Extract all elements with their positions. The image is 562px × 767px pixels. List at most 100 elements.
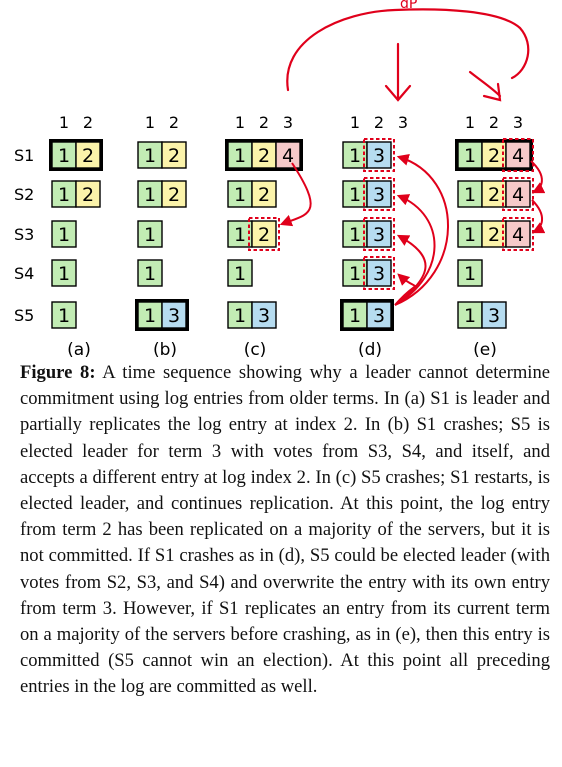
highlight-box — [363, 177, 395, 211]
log-entry-cell — [161, 141, 187, 169]
panel-label-b: (b) — [153, 340, 177, 360]
log-entry-term: 1 — [234, 184, 246, 206]
log-entry-cell — [457, 180, 483, 208]
log-entry-cell — [161, 180, 187, 208]
index-label: 3 — [398, 113, 408, 132]
log-entry-term: 1 — [464, 224, 476, 246]
log-entry-cell — [366, 259, 392, 287]
server-label-s1: S1 — [14, 146, 34, 165]
log-entry-cell — [51, 301, 77, 329]
server-label-s3: S3 — [14, 225, 34, 244]
replication-arrow — [531, 199, 546, 234]
overwrite-arrow — [394, 194, 436, 306]
log-entry-term: 1 — [58, 224, 70, 246]
log-entry-cell — [251, 180, 277, 208]
log-entry-term: 3 — [373, 145, 385, 167]
log-entry-term: 4 — [512, 145, 524, 167]
overwrite-arrow — [394, 154, 449, 306]
handwritten-annotation: dP — [286, 0, 530, 102]
log-entry-term: 1 — [234, 305, 246, 327]
caption-label: Figure 8: — [20, 362, 96, 383]
panel-label-d: (d) — [358, 340, 382, 360]
log-entry-cell — [51, 220, 77, 248]
leader-outline — [455, 139, 533, 171]
log-entry-term: 1 — [349, 263, 361, 285]
log-entry-term: 1 — [144, 224, 156, 246]
highlight-box — [502, 177, 534, 211]
log-entry-term: 1 — [144, 184, 156, 206]
server-label-s4: S4 — [14, 264, 34, 283]
server-label-s2: S2 — [14, 185, 34, 204]
log-entry-term: 2 — [258, 145, 270, 167]
log-entry-cell — [366, 180, 392, 208]
highlight-box — [502, 217, 534, 251]
log-entry-term: 4 — [512, 184, 524, 206]
highlight-box — [363, 256, 395, 290]
replication-arrow — [530, 160, 546, 194]
log-entry-cell — [505, 180, 531, 208]
log-entry-term: 2 — [168, 184, 180, 206]
log-entry-cell — [75, 180, 101, 208]
server-label-s5: S5 — [14, 306, 34, 325]
log-entry-term: 1 — [234, 224, 246, 246]
replication-arrow — [279, 162, 312, 227]
log-entry-cell — [137, 180, 163, 208]
log-entry-term: 1 — [58, 305, 70, 327]
index-label: 1 — [350, 113, 360, 132]
log-entry-term: 1 — [349, 145, 361, 167]
index-label: 1 — [465, 113, 475, 132]
log-entry-term: 2 — [168, 145, 180, 167]
log-entry-term: 1 — [144, 145, 156, 167]
log-entry-cell — [481, 301, 507, 329]
log-entry-term: 1 — [234, 145, 246, 167]
log-entry-term: 2 — [82, 184, 94, 206]
log-entry-cell — [137, 259, 163, 287]
index-label: 2 — [83, 113, 93, 132]
panel-label-c: (c) — [244, 340, 267, 360]
log-entry-term: 1 — [349, 224, 361, 246]
log-entry-cell — [227, 180, 253, 208]
log-entry-cell — [505, 220, 531, 248]
log-entry-cell — [51, 259, 77, 287]
panel-label-e: (e) — [473, 340, 497, 360]
panel-label-a: (a) — [67, 340, 91, 360]
log-entry-term: 1 — [144, 263, 156, 285]
log-entry-term: 1 — [349, 305, 361, 327]
highlight-box — [363, 217, 395, 251]
log-entry-cell — [251, 220, 277, 248]
annotation-text: dP — [400, 0, 417, 12]
index-label: 2 — [489, 113, 499, 132]
log-entry-term: 4 — [512, 224, 524, 246]
index-label: 2 — [374, 113, 384, 132]
log-entry-term: 3 — [373, 184, 385, 206]
log-entry-term: 2 — [258, 224, 270, 246]
log-entry-term: 1 — [464, 305, 476, 327]
log-entry-cell — [366, 141, 392, 169]
log-entry-cell — [227, 259, 253, 287]
log-entry-term: 3 — [373, 224, 385, 246]
log-entry-term: 1 — [464, 145, 476, 167]
log-entry-term: 3 — [168, 305, 180, 327]
index-label: 1 — [145, 113, 155, 132]
log-entry-cell — [366, 220, 392, 248]
log-entry-term: 2 — [488, 224, 500, 246]
log-entry-term: 2 — [82, 145, 94, 167]
log-entry-term: 1 — [58, 263, 70, 285]
log-entry-term: 3 — [258, 305, 270, 327]
log-entry-term: 2 — [488, 184, 500, 206]
index-label: 3 — [513, 113, 523, 132]
log-entry-term: 4 — [282, 145, 294, 167]
index-label: 2 — [259, 113, 269, 132]
log-entry-cell — [457, 259, 483, 287]
log-entry-cell — [137, 220, 163, 248]
log-entry-cell — [275, 141, 301, 169]
index-label: 3 — [283, 113, 293, 132]
log-entry-cell — [137, 141, 163, 169]
highlight-box — [248, 217, 280, 251]
